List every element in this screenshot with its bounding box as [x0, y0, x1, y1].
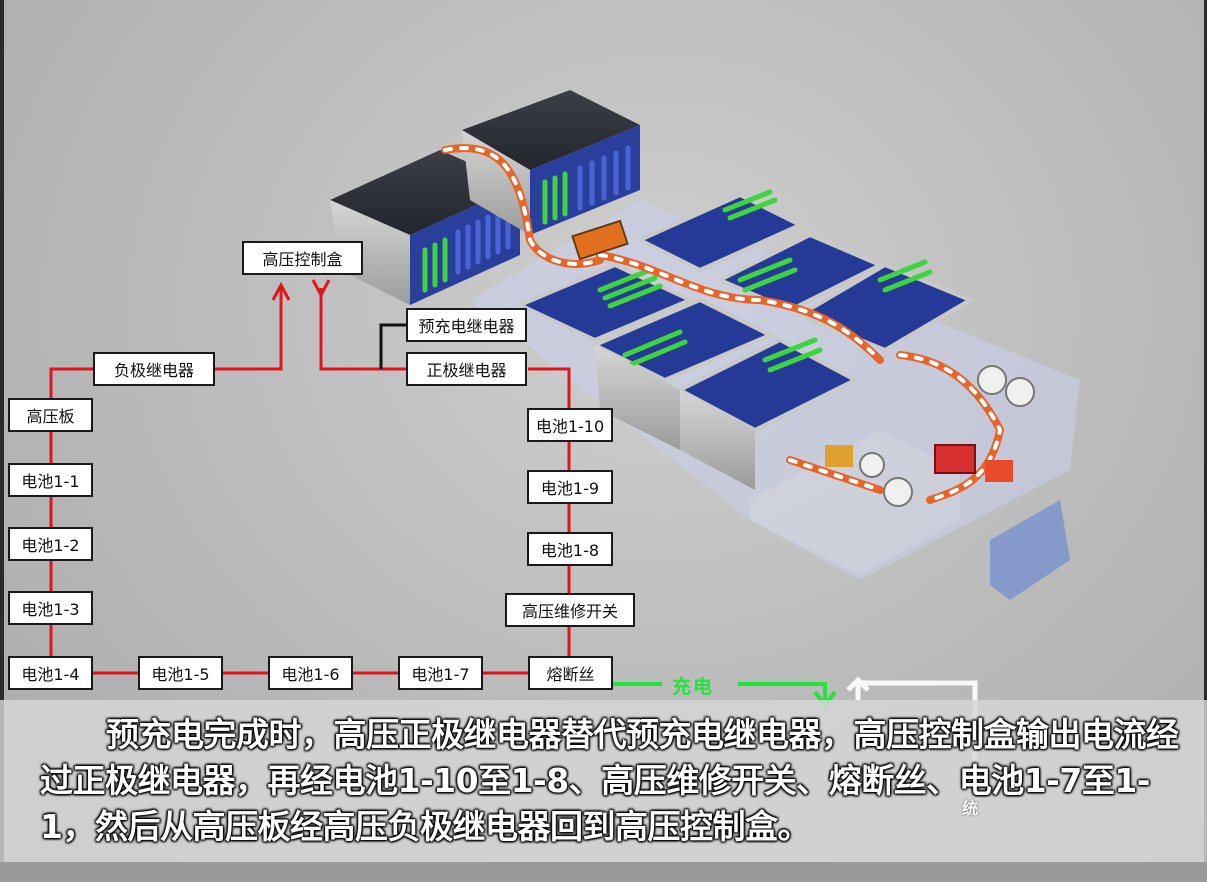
subtitle-caption: 预充电完成时，高压正极继电器替代预充电继电器，高压控制盒输出电流经过正极继电器，… — [40, 715, 1179, 846]
left-frame-edge — [0, 0, 4, 882]
right-frame-edge — [1204, 0, 1207, 882]
battery-1-5-label: 电池1-5 — [138, 656, 223, 690]
battery-1-1-label: 电池1-1 — [8, 463, 93, 497]
precharge-wire — [379, 323, 408, 369]
bottom-strip — [0, 862, 1207, 882]
battery-1-3-label: 电池1-3 — [8, 591, 93, 625]
precharge-relay-label: 预充电继电器 — [406, 308, 527, 342]
hv-control-box-label: 高压控制盒 — [242, 241, 363, 275]
battery-1-9-label: 电池1-9 — [527, 470, 613, 504]
hv-service-switch-label: 高压维修开关 — [505, 593, 635, 627]
charge-label: 充电 — [672, 676, 715, 698]
upper-module-right — [462, 90, 640, 235]
caption-band — [0, 700, 1207, 862]
components — [571, 219, 1035, 507]
negative-relay-label: 负极继电器 — [93, 352, 215, 386]
positive-relay-label: 正极继电器 — [406, 352, 527, 386]
hv-board-label: 高压板 — [8, 398, 93, 432]
battery-1-8-label: 电池1-8 — [527, 532, 613, 566]
battery-1-6-label: 电池1-6 — [268, 656, 353, 690]
battery-1-7-label: 电池1-7 — [398, 656, 483, 690]
battery-1-10-label: 电池1-10 — [527, 408, 613, 442]
circuit-wiring — [49, 288, 571, 675]
wiring-arrows — [271, 279, 331, 301]
fuse-label: 熔断丝 — [528, 656, 613, 690]
battery-1-4-label: 电池1-4 — [8, 656, 93, 690]
system-side-char: 统 — [962, 799, 979, 818]
hv-cables — [441, 144, 1005, 504]
battery-1-2-label: 电池1-2 — [8, 527, 93, 561]
